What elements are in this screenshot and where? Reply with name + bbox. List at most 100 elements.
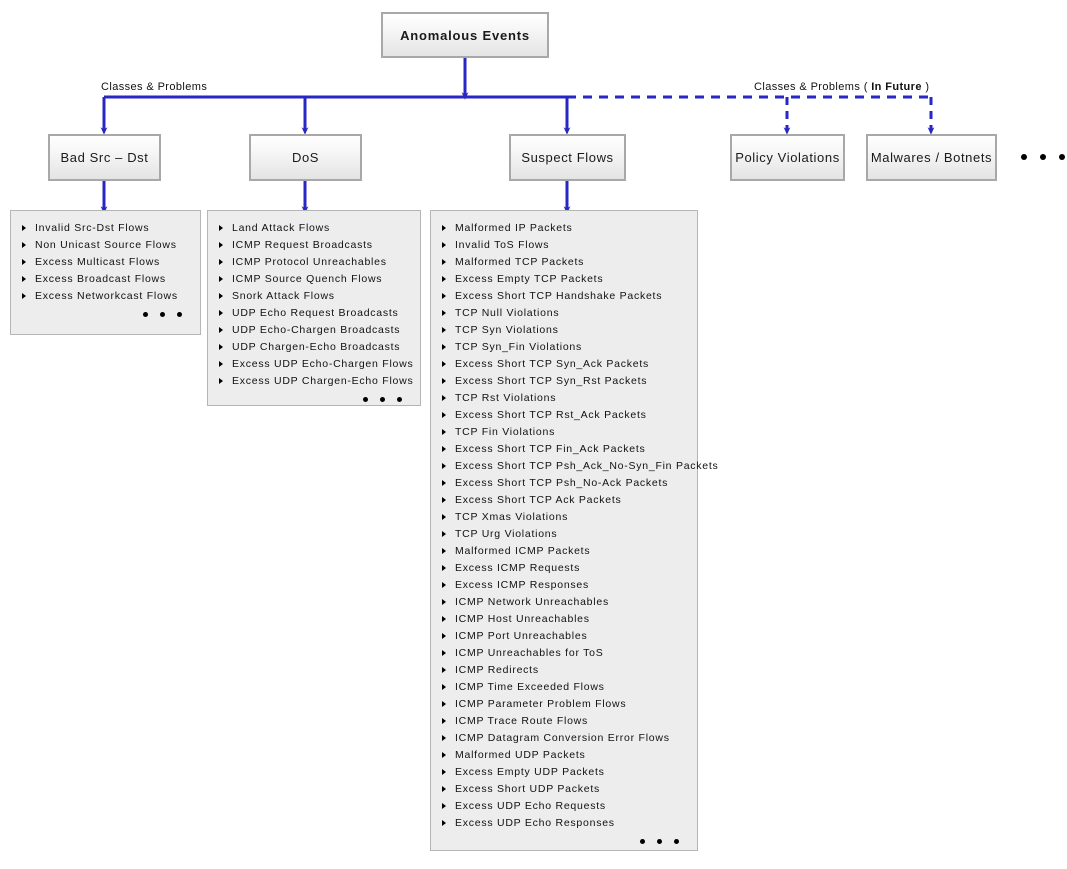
list-item[interactable]: Malformed UDP Packets bbox=[441, 747, 687, 764]
list-item[interactable]: Excess Short TCP Psh_No-Ack Packets bbox=[441, 475, 687, 492]
list-item[interactable]: ICMP Redirects bbox=[441, 662, 687, 679]
list-item[interactable]: Excess Short UDP Packets bbox=[441, 781, 687, 798]
list-item-label: ICMP Trace Route Flows bbox=[455, 715, 589, 727]
list-item[interactable]: Excess Short TCP Syn_Ack Packets bbox=[441, 356, 687, 373]
list-item[interactable]: Snork Attack Flows bbox=[218, 288, 410, 305]
triangle-bullet-icon bbox=[442, 718, 446, 724]
list-item[interactable]: ICMP Host Unreachables bbox=[441, 611, 687, 628]
node-dos[interactable]: DoS bbox=[249, 134, 362, 181]
list-item[interactable]: Excess UDP Echo-Chargen Flows bbox=[218, 356, 413, 373]
triangle-bullet-icon bbox=[442, 735, 446, 741]
triangle-bullet-icon bbox=[219, 293, 223, 299]
list-item[interactable]: Excess Short TCP Fin_Ack Packets bbox=[441, 441, 687, 458]
list-item[interactable]: Invalid Src-Dst Flows bbox=[21, 220, 190, 237]
list-item[interactable]: Excess UDP Chargen-Echo Flows bbox=[218, 373, 413, 390]
list-item-label: Excess Short TCP Fin_Ack Packets bbox=[455, 443, 646, 455]
list-item[interactable]: ICMP Unreachables for ToS bbox=[441, 645, 687, 662]
list-item[interactable]: Excess Short TCP Ack Packets bbox=[441, 492, 687, 509]
list-item[interactable]: ICMP Protocol Unreachables bbox=[218, 254, 410, 271]
list-item[interactable]: Excess ICMP Requests bbox=[441, 560, 687, 577]
triangle-bullet-icon bbox=[442, 225, 446, 231]
list-item-label: Excess Short TCP Ack Packets bbox=[455, 494, 622, 506]
list-item[interactable]: Excess Broadcast Flows bbox=[21, 271, 190, 288]
list-item[interactable]: Excess Short TCP Handshake Packets bbox=[441, 288, 687, 305]
triangle-bullet-icon bbox=[442, 259, 446, 265]
list-item-label: Malformed IP Packets bbox=[455, 222, 573, 234]
list-item[interactable]: Excess Empty TCP Packets bbox=[441, 271, 687, 288]
triangle-bullet-icon bbox=[442, 480, 446, 486]
list-item[interactable]: TCP Rst Violations bbox=[441, 390, 687, 407]
list-item[interactable]: Invalid ToS Flows bbox=[441, 237, 687, 254]
triangle-bullet-icon bbox=[22, 242, 26, 248]
triangle-bullet-icon bbox=[442, 446, 446, 452]
list-item[interactable]: ICMP Parameter Problem Flows bbox=[441, 696, 687, 713]
list-item[interactable]: ICMP Datagram Conversion Error Flows bbox=[441, 730, 687, 747]
list-item[interactable]: UDP Echo Request Broadcasts bbox=[218, 305, 410, 322]
triangle-bullet-icon bbox=[219, 242, 223, 248]
list-item-label: Invalid Src-Dst Flows bbox=[35, 222, 150, 234]
list-item[interactable]: TCP Xmas Violations bbox=[441, 509, 687, 526]
triangle-bullet-icon bbox=[442, 463, 446, 469]
list-item-label: TCP Syn_Fin Violations bbox=[455, 341, 583, 353]
list-item[interactable]: Excess Networkcast Flows bbox=[21, 288, 190, 305]
node-anomalous-events[interactable]: Anomalous Events bbox=[381, 12, 549, 58]
list-item[interactable]: Excess UDP Echo Requests bbox=[441, 798, 687, 815]
node-label: Anomalous Events bbox=[400, 27, 530, 43]
list-item[interactable]: TCP Syn Violations bbox=[441, 322, 687, 339]
list-item-label: Excess Multicast Flows bbox=[35, 256, 161, 268]
list-item[interactable]: Excess Short TCP Syn_Rst Packets bbox=[441, 373, 687, 390]
panel-more-ellipsis bbox=[218, 390, 410, 402]
node-suspect-flows[interactable]: Suspect Flows bbox=[509, 134, 626, 181]
list-item[interactable]: ICMP Trace Route Flows bbox=[441, 713, 687, 730]
list-item[interactable]: Land Attack Flows bbox=[218, 220, 410, 237]
list-item[interactable]: Malformed TCP Packets bbox=[441, 254, 687, 271]
list-item-label: TCP Null Violations bbox=[455, 307, 560, 319]
list-item[interactable]: Malformed IP Packets bbox=[441, 220, 687, 237]
triangle-bullet-icon bbox=[442, 293, 446, 299]
list-item-label: UDP Chargen-Echo Broadcasts bbox=[232, 341, 401, 353]
list-item[interactable]: Excess UDP Echo Responses bbox=[441, 815, 687, 832]
list-item[interactable]: UDP Echo-Chargen Broadcasts bbox=[218, 322, 410, 339]
list-item[interactable]: Excess Empty UDP Packets bbox=[441, 764, 687, 781]
list-item[interactable]: Excess ICMP Responses bbox=[441, 577, 687, 594]
edge-label-right: Classes & Problems ( In Future ) bbox=[754, 81, 929, 93]
triangle-bullet-icon bbox=[442, 616, 446, 622]
list-item[interactable]: ICMP Port Unreachables bbox=[441, 628, 687, 645]
list-item[interactable]: UDP Chargen-Echo Broadcasts bbox=[218, 339, 410, 356]
list-item[interactable]: ICMP Network Unreachables bbox=[441, 594, 687, 611]
triangle-bullet-icon bbox=[442, 361, 446, 367]
list-item-label: TCP Syn Violations bbox=[455, 324, 559, 336]
triangle-bullet-icon bbox=[442, 633, 446, 639]
list-item-label: Land Attack Flows bbox=[232, 222, 330, 234]
list-item[interactable]: TCP Null Violations bbox=[441, 305, 687, 322]
triangle-bullet-icon bbox=[442, 378, 446, 384]
ellipsis-dot bbox=[674, 839, 679, 844]
triangle-bullet-icon bbox=[442, 786, 446, 792]
list-item[interactable]: Non Unicast Source Flows bbox=[21, 237, 190, 254]
list-item[interactable]: Excess Short TCP Psh_Ack_No-Syn_Fin Pack… bbox=[441, 458, 718, 475]
triangle-bullet-icon bbox=[22, 276, 26, 282]
node-label: Suspect Flows bbox=[521, 150, 614, 165]
list-item-label: Excess Short TCP Syn_Ack Packets bbox=[455, 358, 650, 370]
triangle-bullet-icon bbox=[442, 582, 446, 588]
list-item[interactable]: ICMP Time Exceeded Flows bbox=[441, 679, 687, 696]
node-policy-violations[interactable]: Policy Violations bbox=[730, 134, 845, 181]
edge-label-left: Classes & Problems bbox=[101, 81, 208, 93]
list-item[interactable]: TCP Urg Violations bbox=[441, 526, 687, 543]
list-item[interactable]: Excess Short TCP Rst_Ack Packets bbox=[441, 407, 687, 424]
list-item-label: Excess UDP Echo Requests bbox=[455, 800, 606, 812]
list-item[interactable]: Excess Multicast Flows bbox=[21, 254, 190, 271]
list-item-label: Non Unicast Source Flows bbox=[35, 239, 177, 251]
ellipsis-dot bbox=[1021, 154, 1027, 160]
list-item[interactable]: ICMP Source Quench Flows bbox=[218, 271, 410, 288]
node-malwares-botnets[interactable]: Malwares / Botnets bbox=[866, 134, 997, 181]
edge-label-right-prefix: Classes & Problems ( bbox=[754, 81, 872, 93]
list-item-label: Excess Short TCP Rst_Ack Packets bbox=[455, 409, 647, 421]
list-item[interactable]: ICMP Request Broadcasts bbox=[218, 237, 410, 254]
list-item[interactable]: TCP Fin Violations bbox=[441, 424, 687, 441]
list-item[interactable]: Malformed ICMP Packets bbox=[441, 543, 687, 560]
node-bad-src-dst[interactable]: Bad Src – Dst bbox=[48, 134, 161, 181]
list-item[interactable]: TCP Syn_Fin Violations bbox=[441, 339, 687, 356]
